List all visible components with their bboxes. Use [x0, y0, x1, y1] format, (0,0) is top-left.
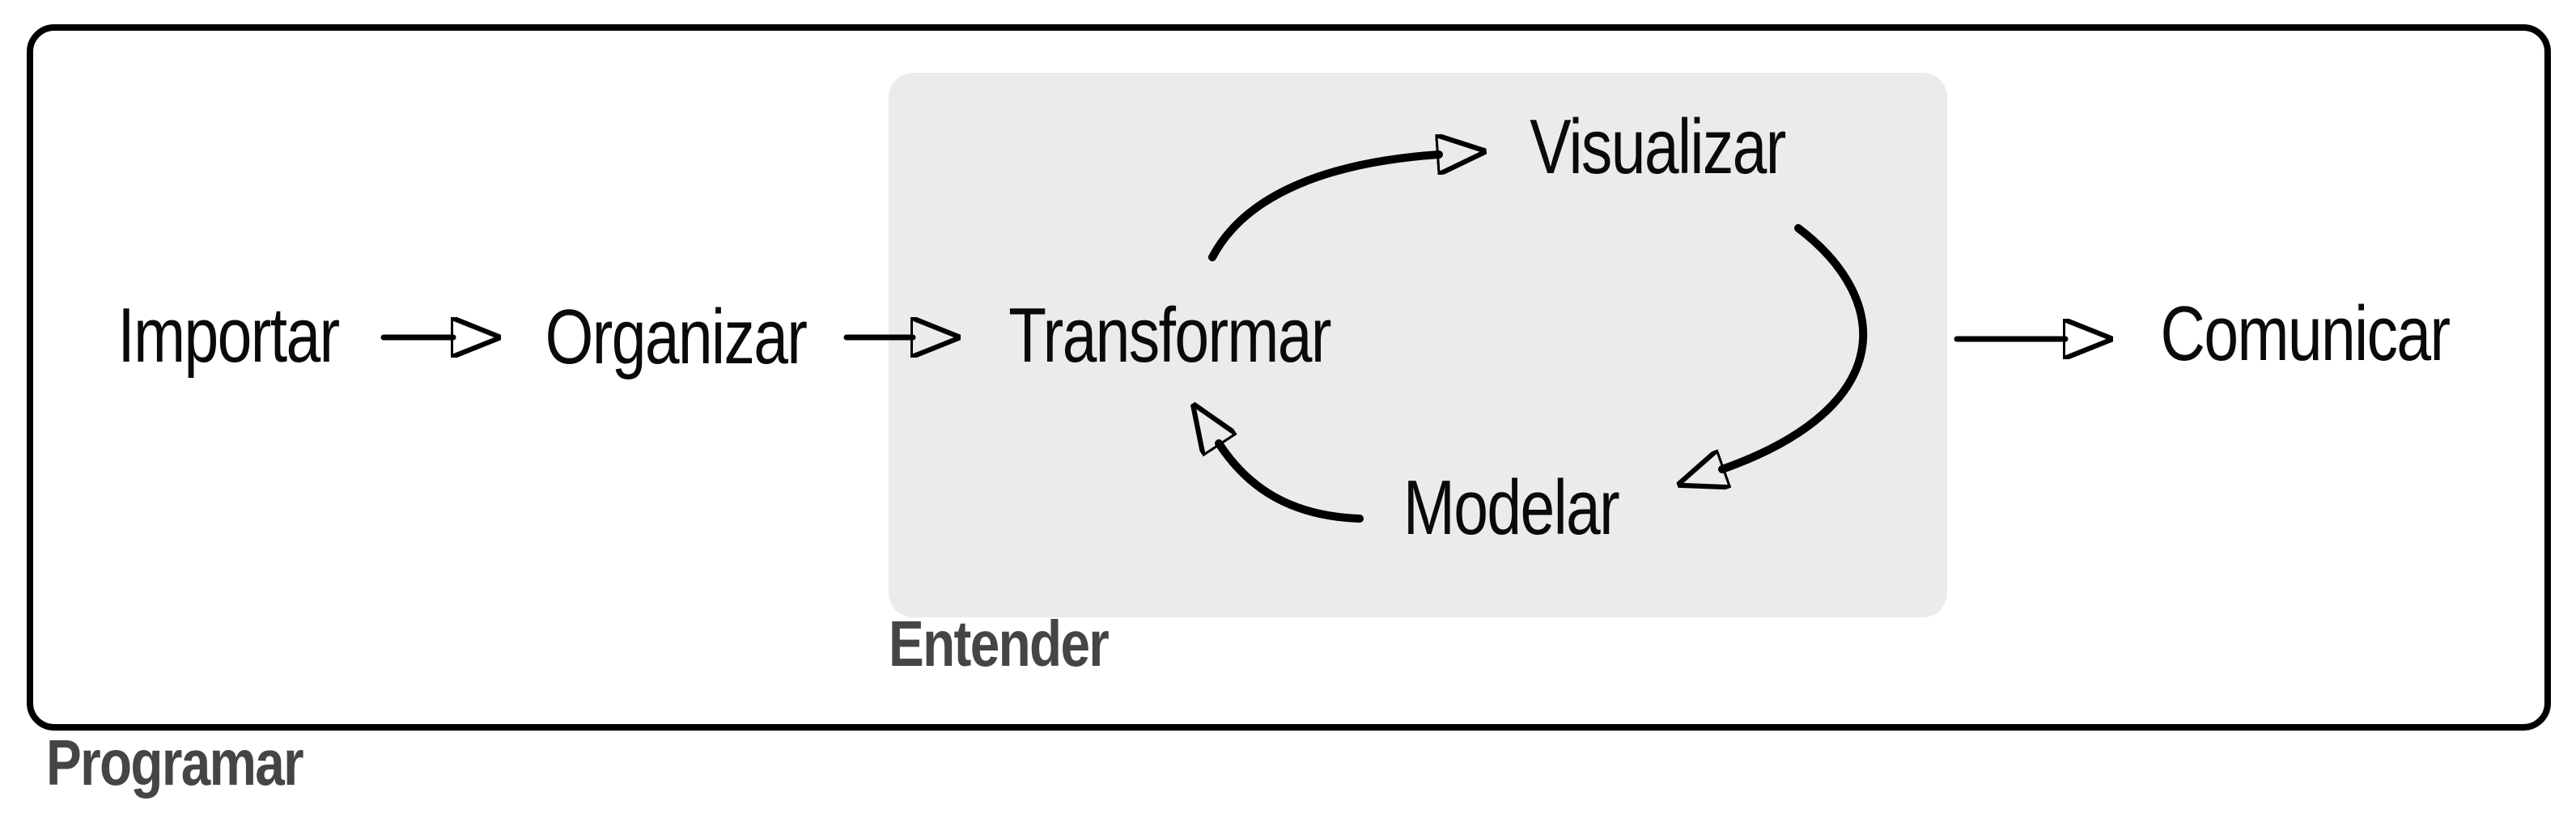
programar-group-label: Programar: [46, 727, 304, 799]
node-visualizar: Visualizar: [1530, 104, 1786, 190]
programar-group-box: [27, 24, 2551, 731]
node-importar: Importar: [117, 292, 340, 379]
node-organizar: Organizar: [545, 294, 808, 380]
node-comunicar: Comunicar: [2160, 290, 2451, 377]
node-transformar: Transformar: [1008, 292, 1331, 379]
entender-group-label: Entender: [889, 608, 1110, 680]
node-modelar: Modelar: [1403, 464, 1620, 551]
